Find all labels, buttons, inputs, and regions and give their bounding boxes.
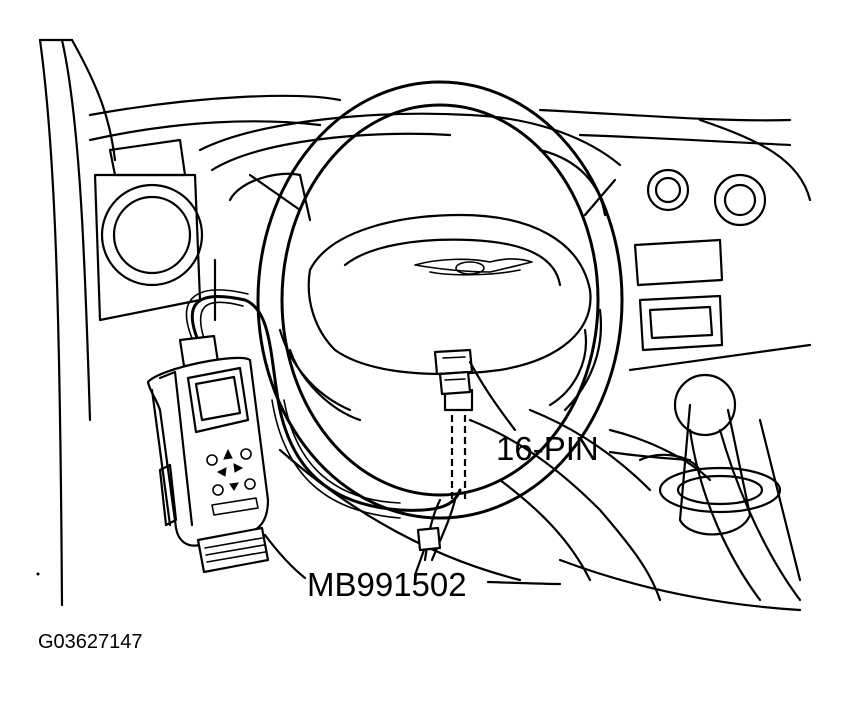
gear-shifter — [673, 373, 802, 602]
marker-dot — [36, 572, 40, 576]
tool-label: MB991502 — [307, 566, 467, 603]
steering-wheel — [248, 80, 624, 520]
console — [468, 408, 782, 602]
scan-tool-cable — [185, 289, 462, 519]
floor — [278, 448, 802, 612]
center-stack — [628, 118, 812, 372]
connector-label: 16-PIN — [496, 430, 599, 467]
instrument-cluster — [198, 112, 622, 322]
a-pillar — [38, 38, 117, 607]
left-air-vent — [93, 173, 204, 322]
scan-tool — [146, 334, 270, 574]
16-pin-connector — [433, 348, 474, 396]
callout-leaders — [263, 360, 692, 586]
dangling-plug — [413, 526, 442, 577]
figure-id: G03627147 — [38, 631, 143, 653]
